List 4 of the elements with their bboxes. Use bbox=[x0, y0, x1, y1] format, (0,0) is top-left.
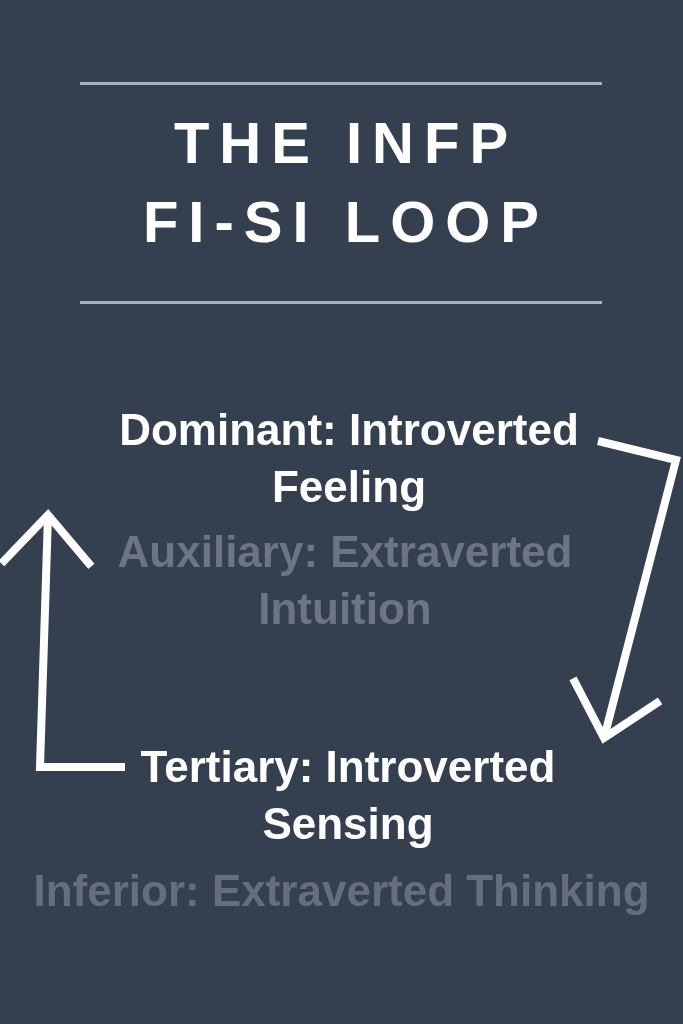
title: THE INFP FI-SI LOOP bbox=[141, 109, 551, 256]
function-label: Dominant: Introverted Feeling bbox=[118, 404, 580, 513]
arrow bbox=[568, 437, 681, 742]
function-label: Tertiary: Introverted Sensing bbox=[139, 741, 557, 850]
